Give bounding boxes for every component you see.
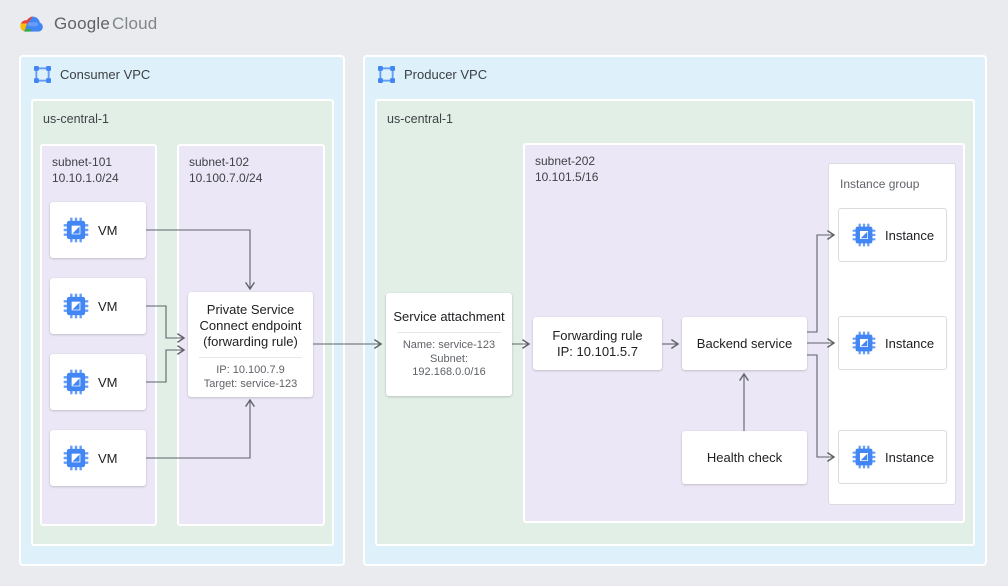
forwarding-rule-title: Forwarding rule (552, 327, 643, 343)
instance-box-3: Instance (838, 430, 947, 484)
producer-region-label: us-central-1 (387, 112, 453, 126)
compute-engine-icon (63, 369, 89, 395)
psc-endpoint-target: Target: service-123 (203, 377, 298, 390)
compute-engine-icon (852, 223, 876, 247)
health-check-title: Health check (706, 449, 783, 465)
instance-label: Instance (885, 335, 935, 351)
instance-group-label: Instance group (840, 177, 920, 191)
vm-box-3: VM (50, 354, 146, 410)
service-attachment-box: Service attachment Name: service-123 Sub… (386, 293, 512, 396)
vm-label: VM (98, 450, 118, 466)
instance-label: Instance (885, 449, 935, 465)
instance-label: Instance (885, 227, 935, 243)
service-attachment-name: Name: service-123 (402, 339, 496, 351)
compute-engine-icon (63, 293, 89, 319)
consumer-vpc-header: Consumer VPC (34, 66, 150, 83)
vm-box-1: VM (50, 202, 146, 258)
psc-endpoint-ip: IP: 10.100.7.9 (216, 364, 285, 376)
vm-box-2: VM (50, 278, 146, 334)
backend-service-title: Backend service (696, 335, 793, 351)
compute-engine-icon (63, 217, 89, 243)
logo-product-text: Cloud (112, 13, 158, 33)
producer-vpc-label: Producer VPC (404, 67, 488, 82)
logo-brand-text: Google (54, 13, 111, 33)
health-check-box: Health check (682, 431, 807, 484)
google-cloud-logo-icon (20, 16, 43, 32)
backend-service-box: Backend service (682, 317, 807, 370)
instance-box-1: Instance (838, 208, 947, 262)
vm-label: VM (98, 298, 118, 314)
service-attachment-title: Service attachment (393, 309, 505, 324)
forwarding-rule-ip: IP: 10.101.5.7 (557, 343, 638, 359)
vm-box-4: VM (50, 430, 146, 486)
forwarding-rule-box: Forwarding rule IP: 10.101.5.7 (533, 317, 662, 370)
consumer-region-label: us-central-1 (43, 112, 109, 126)
divider (397, 332, 501, 333)
service-attachment-subnet-label: Subnet: (430, 352, 468, 365)
vm-label: VM (98, 374, 118, 390)
consumer-vpc-label: Consumer VPC (60, 67, 151, 82)
compute-engine-icon (852, 331, 876, 355)
vpc-network-icon (378, 66, 395, 83)
psc-endpoint-box: Private Service Connect endpoint (forwar… (188, 292, 313, 397)
psc-endpoint-title: Private Service Connect endpoint (forwar… (199, 302, 302, 349)
vpc-network-icon (34, 66, 51, 83)
vm-label: VM (98, 222, 118, 238)
service-attachment-subnet-cidr: 192.168.0.0/16 (412, 366, 486, 378)
compute-engine-icon (63, 445, 89, 471)
instance-box-2: Instance (838, 316, 947, 370)
divider (199, 357, 302, 358)
producer-vpc-header: Producer VPC (378, 66, 487, 83)
compute-engine-icon (852, 445, 876, 469)
